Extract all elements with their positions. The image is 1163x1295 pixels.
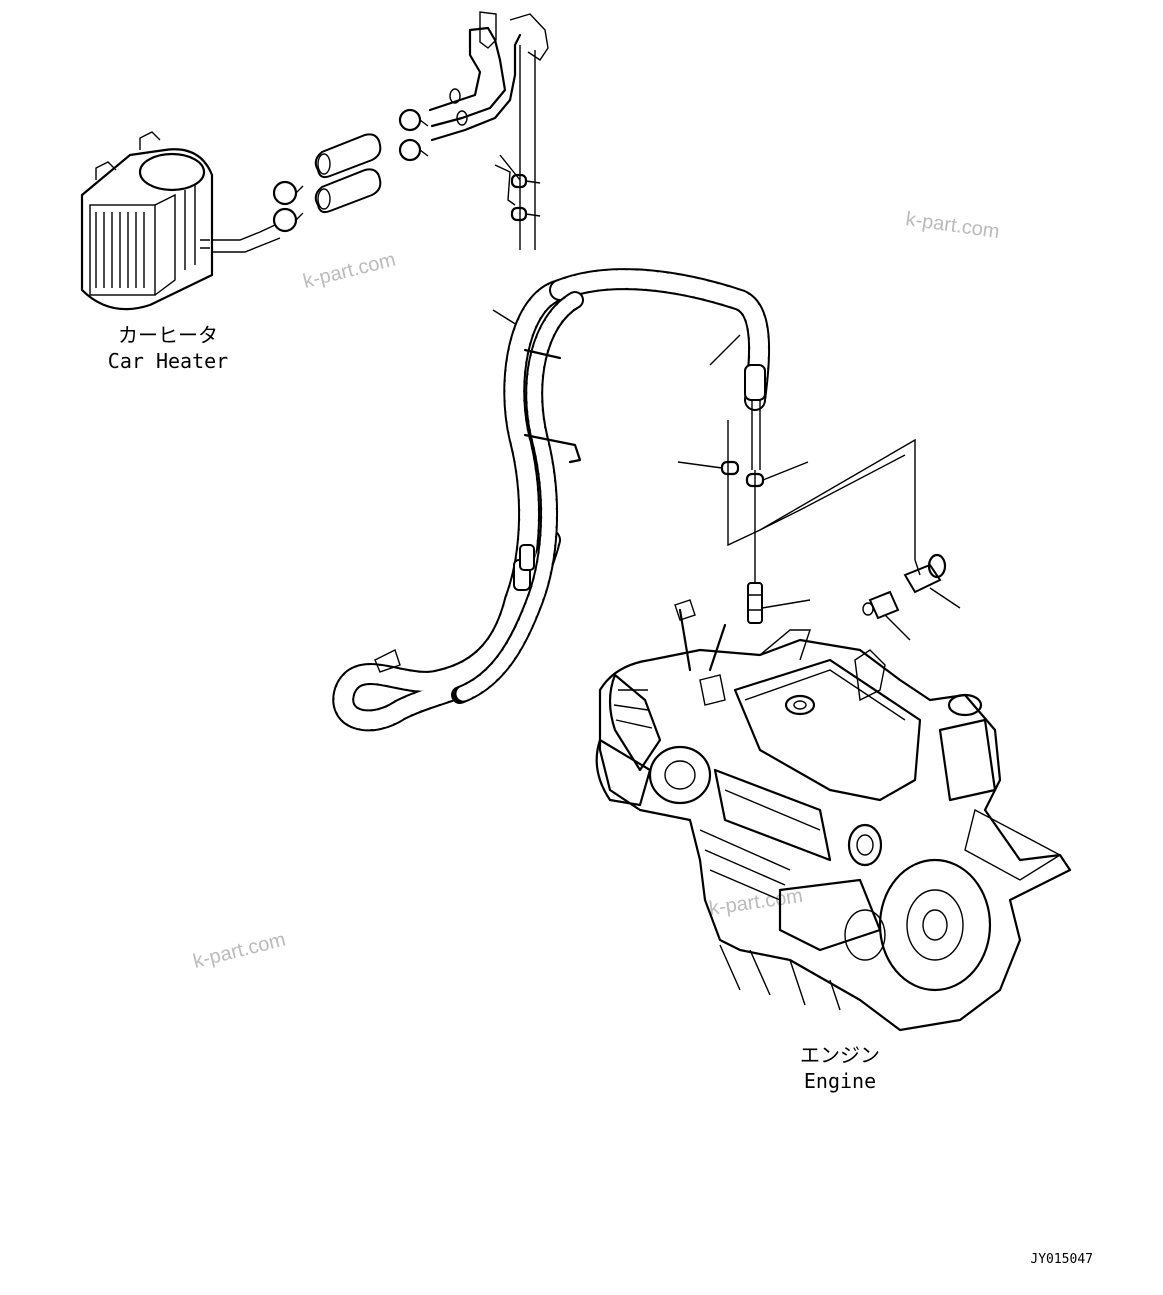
car-heater-label-jp: カーヒータ — [118, 323, 218, 347]
car-heater-label-en: Car Heater — [108, 349, 228, 373]
engine — [595, 599, 1072, 1032]
engine-label-en: Engine — [804, 1069, 876, 1093]
heater-pipe-elbow — [428, 11, 549, 250]
engine-label-jp: エンジン — [800, 1043, 880, 1067]
hose-segment — [314, 133, 382, 214]
hose-clamp — [398, 108, 429, 162]
car-heater-unit — [80, 131, 214, 311]
hose-clamp — [510, 173, 541, 222]
drain-valve — [862, 553, 961, 641]
watermark: k-part.com — [301, 249, 398, 293]
hose-nipple — [747, 470, 811, 624]
hose-clamp — [272, 180, 304, 233]
watermark: k-part.com — [191, 929, 288, 973]
drawing-number: JY015047 — [1030, 1252, 1093, 1267]
watermark: k-part.com — [904, 208, 1001, 243]
spiral-wrapped-hose — [332, 268, 771, 732]
